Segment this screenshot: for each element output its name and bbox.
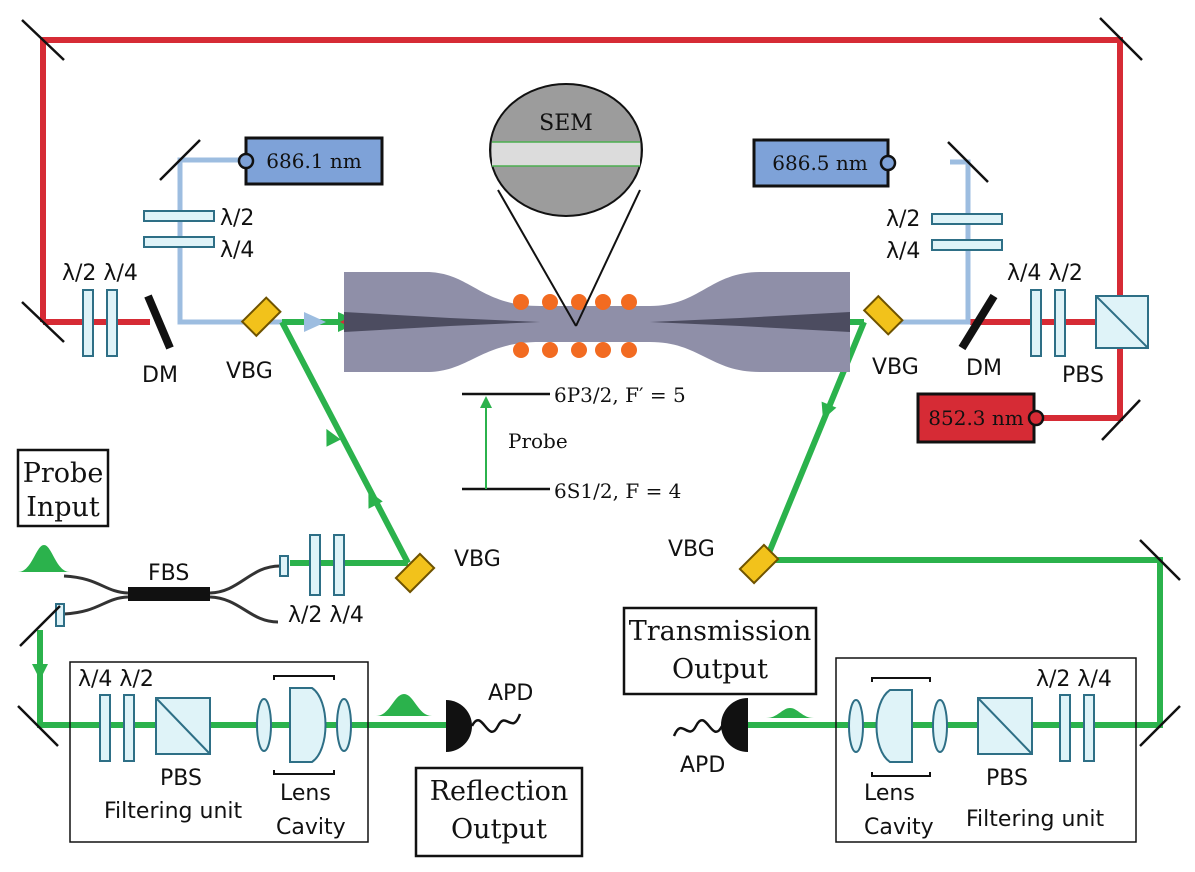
reflection-output-box: Reflection Output [414,766,584,858]
left-cavity-label: Cavity [276,815,346,840]
right-apd: APD [672,698,748,778]
right-filtering-unit: λ/2 λ/4 Lens Cavity PBS Filtering unit [835,657,1137,843]
right-blue-laser-label: 686.5 nm [772,151,867,175]
probe-transition-label: Probe [508,429,568,453]
mirror-bottom-left-top [19,605,61,647]
left-blue-mirror [159,139,201,181]
right-red-pbs: PBS [1062,295,1149,388]
right-apd-label: APD [680,753,725,778]
left-apd: APD [446,681,533,752]
transmission-output-box: Transmission Output [622,606,818,696]
left-blue-wp-bottom: λ/4 [220,238,254,263]
left-blue-waveplates: λ/2 λ/4 [143,206,254,263]
excited-level-label: 6P3/2, F′ = 5 [554,383,686,407]
mirror-bottom-right [1139,705,1181,747]
right-filter-label: Filtering unit [966,807,1104,832]
blue-arrow-left [304,312,326,332]
right-filter-wp-label: λ/2 λ/4 [1036,667,1112,692]
right-vbg [862,294,904,336]
left-red-waveplates: λ/2 λ/4 [62,261,138,357]
right-dichroic-mirror [958,293,998,351]
probe-input-wp-label: λ/2 λ/4 [288,603,364,628]
left-vbg [240,296,282,338]
nanofiber [344,272,850,372]
probe-input-waveplates: λ/2 λ/4 [288,534,364,628]
right-lens-label: Lens [864,781,915,806]
left-blue-laser: 686.1 nm [237,136,384,186]
right-vbg-label: VBG [872,355,919,380]
input-collimator [279,555,289,577]
left-lens-label: Lens [280,781,331,806]
left-pbs-label: PBS [160,766,202,791]
right-blue-mirror [947,141,989,183]
probe-input-line1: Probe [23,458,104,489]
red-loop-mirrors [21,17,1143,441]
right-blue-waveplates: λ/2 λ/4 [886,207,1003,264]
right-blue-laser: 686.5 nm [752,138,897,188]
fbs-label: FBS [148,561,189,586]
probe-input-box: Probe Input [16,448,110,528]
bottom-left-vbg [394,552,436,594]
transmission-pulse-icon [766,708,814,718]
reflection-line1: Reflection [430,776,569,807]
left-red-wp-label: λ/2 λ/4 [62,261,138,286]
left-filter-label: Filtering unit [104,799,242,824]
left-blue-laser-label: 686.1 nm [266,149,361,173]
fiber-beam-splitter: FBS [63,561,281,624]
probe-input-line2: Input [26,492,100,523]
bottom-right-vbg [738,543,780,585]
right-blue-wp-bottom: λ/4 [886,239,920,264]
left-dm-label: DM [142,363,178,388]
red-laser-label: 852.3 nm [928,406,1023,430]
transmission-line2: Output [672,654,768,685]
transmission-line1: Transmission [629,616,812,647]
green-arrows [32,401,837,680]
mirror-bottom-right-top [1139,539,1181,581]
right-pbs-label: PBS [986,766,1028,791]
right-red-wp-label: λ/4 λ/2 [1007,261,1083,286]
left-apd-label: APD [488,681,533,706]
right-blue-wp-top: λ/2 [886,207,920,232]
energy-level-diagram: 6P3/2, F′ = 5 6S1/2, F = 4 Probe [462,383,686,503]
input-pulse-icon [18,545,70,572]
reflection-line2: Output [451,814,547,845]
reflection-pulse-icon [376,694,432,716]
right-red-waveplates: λ/4 λ/2 [1007,261,1083,357]
mirror-bottom-left [17,705,59,747]
left-blue-wp-top: λ/2 [220,206,254,231]
sem-inset: SEM [489,83,643,327]
ground-level-label: 6S1/2, F = 4 [554,479,681,503]
left-dichroic-mirror [144,294,174,350]
right-red-pbs-label: PBS [1062,363,1104,388]
right-dm-label: DM [966,356,1002,381]
right-cavity-label: Cavity [864,815,934,840]
red-laser: 852.3 nm [916,392,1045,444]
bottom-left-vbg-label: VBG [454,547,501,572]
left-vbg-label: VBG [226,359,273,384]
bottom-right-vbg-label: VBG [668,537,715,562]
trapped-atoms [513,294,637,358]
left-filter-wp-label: λ/4 λ/2 [78,667,154,692]
sem-label: SEM [539,111,593,136]
left-filtering-unit: λ/4 λ/2 PBS Filtering unit Lens Cavity [69,661,369,843]
reflection-collimator [55,603,65,627]
